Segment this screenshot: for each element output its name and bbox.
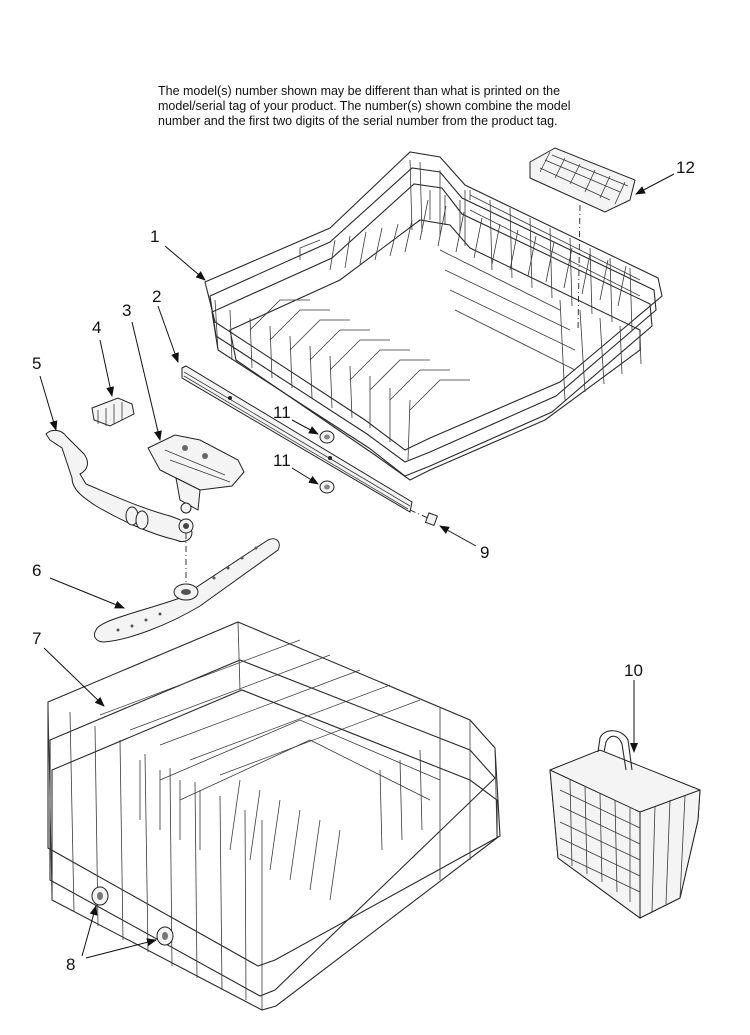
callout-12: 12 — [676, 158, 695, 177]
note-line-3: number and the first two digits of the s… — [158, 114, 558, 128]
callout-4: 4 — [92, 318, 101, 337]
callout-8: 8 — [66, 955, 75, 974]
water-feed-clip — [91, 397, 135, 427]
callout-11-upper: 11 — [273, 403, 291, 422]
model-number-note: The model(s) number shown may be differe… — [158, 84, 608, 129]
callout-11-lower: 11 — [273, 451, 291, 470]
upper-spray-arm — [93, 538, 280, 643]
callout-1: 1 — [150, 227, 159, 246]
leader-lines — [39, 173, 675, 959]
callout-9: 9 — [480, 543, 489, 562]
callout-3: 3 — [122, 301, 131, 320]
upper-water-tube — [45, 429, 194, 582]
rail-stop-clip — [424, 512, 439, 527]
callout-2: 2 — [152, 287, 161, 306]
note-line-1: The model(s) number shown may be differe… — [158, 84, 561, 98]
note-line-2: model/serial tag of your product. The nu… — [158, 99, 571, 113]
rack-slide-rail — [181, 365, 429, 519]
upper-rack — [204, 151, 663, 481]
callout-5: 5 — [32, 354, 41, 373]
callout-labels: 1 2 3 4 5 6 7 8 9 10 11 11 12 — [32, 158, 695, 974]
silverware-basket — [549, 730, 701, 919]
lower-rack-wheel-left — [91, 886, 109, 906]
lower-rack-wheel-right — [156, 926, 174, 946]
callout-7: 7 — [32, 629, 41, 648]
rack-insert-part-12 — [529, 147, 636, 331]
rack-roller-lower — [319, 480, 335, 494]
callout-6: 6 — [32, 561, 41, 580]
lower-rack — [47, 621, 501, 1011]
callout-10: 10 — [624, 661, 643, 680]
rack-roller-upper — [319, 430, 335, 444]
spray-manifold — [147, 434, 245, 514]
